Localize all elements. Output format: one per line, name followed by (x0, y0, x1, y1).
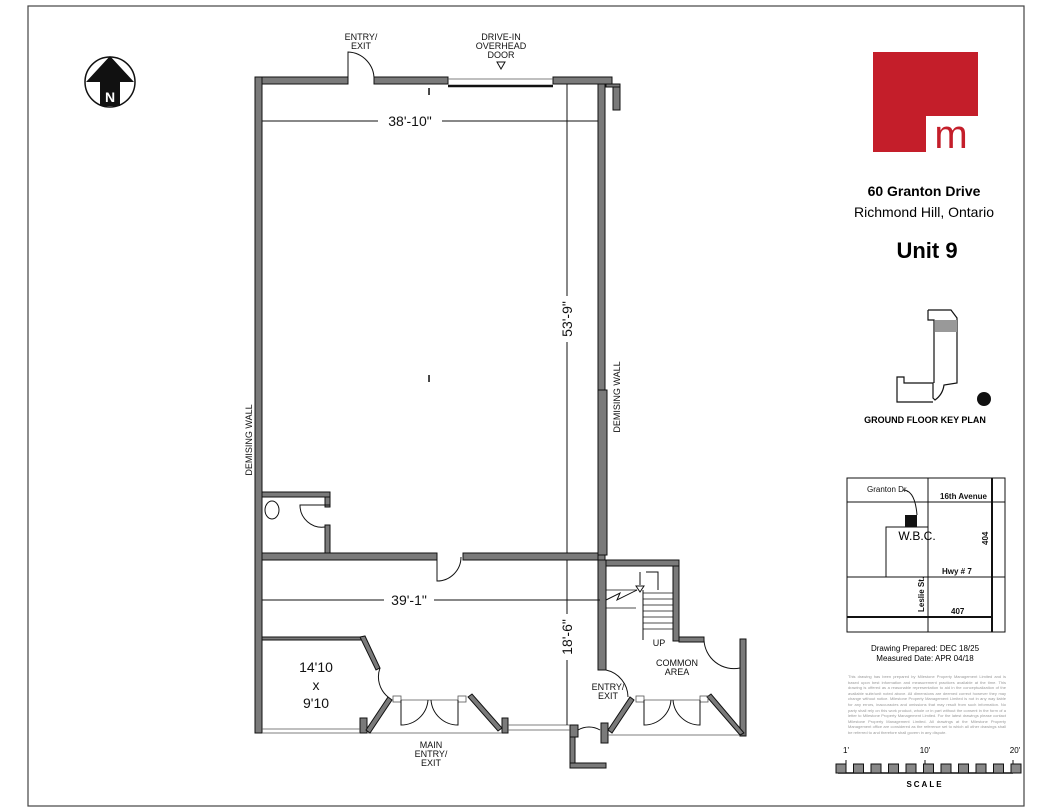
common-area-label: AREA (665, 667, 690, 677)
address: 60 Granton Drive (868, 183, 981, 199)
scale-segment (835, 763, 847, 774)
overhead-door-label: DOOR (488, 50, 516, 60)
svg-text:W.B.C.: W.B.C. (898, 529, 935, 543)
dimension-depth-main: 53'-9" (559, 301, 575, 337)
main-entry-label: EXIT (421, 758, 442, 768)
svg-text:N: N (105, 89, 115, 105)
scale-segment (853, 763, 864, 774)
scale-segment (923, 763, 934, 774)
measured-date: Measured Date: APR 04/18 (876, 654, 974, 663)
drawing-prepared: Drawing Prepared: DEC 18/25 (871, 644, 980, 653)
scale-label: SCALE (906, 780, 943, 789)
disclaimer-text: This drawing has been prepared by Milest… (848, 674, 1006, 735)
dimension-depth-front: 18'-6" (559, 619, 575, 655)
scale-segment (1010, 763, 1022, 774)
svg-text:m: m (934, 113, 967, 157)
scale-segment (870, 763, 882, 774)
office-size-label: 14'10 (299, 659, 333, 675)
scale-segment (940, 763, 952, 774)
svg-text:Hwy # 7: Hwy # 7 (942, 567, 972, 576)
stairs: UP (605, 571, 673, 648)
side-entry-label: ENTRY/ (592, 682, 625, 692)
main-entry-label: ENTRY/ (415, 749, 448, 759)
key-plan-title: GROUND FLOOR KEY PLAN (864, 415, 986, 425)
city: Richmond Hill, Ontario (854, 204, 994, 220)
column-marker: I (428, 87, 431, 98)
location-map: Granton Dr. 16th Avenue W.B.C. 404 Hwy #… (846, 477, 1006, 633)
top-entry-label: EXIT (351, 41, 372, 51)
windows-and-openings (262, 78, 746, 736)
column-marker: I (428, 374, 431, 385)
demising-wall-left-label: DEMISING WALL (244, 404, 254, 475)
svg-text:404: 404 (981, 531, 990, 545)
top-entry-label: ENTRY/ (345, 32, 378, 42)
scale-segment (993, 763, 1004, 774)
svg-text:Leslie St.: Leslie St. (917, 577, 926, 612)
svg-text:Granton Dr.: Granton Dr. (867, 485, 908, 494)
unit-title: Unit 9 (896, 238, 957, 263)
dimension-width-bottom: 39'-1" (391, 592, 427, 608)
toilet-icon (264, 500, 280, 520)
scale-segment (905, 763, 917, 774)
company-logo: m (873, 52, 978, 157)
common-area-label: COMMON (656, 658, 698, 668)
sheet-border (27, 5, 1025, 807)
scale-segment (888, 763, 899, 774)
scale-segment (975, 763, 987, 774)
key-plan: GROUND FLOOR KEY PLAN (864, 309, 991, 425)
main-entry-label: MAIN (420, 740, 443, 750)
doors (264, 51, 741, 731)
stair-up-label: UP (653, 638, 666, 648)
walls (254, 76, 747, 769)
north-arrow-icon: N (84, 56, 136, 108)
scale-tick-label: 10' (920, 746, 931, 755)
demising-wall-right-label: DEMISING WALL (612, 361, 622, 432)
scale-tick-label: 1' (843, 746, 849, 755)
svg-text:16th Avenue: 16th Avenue (940, 492, 988, 501)
dimension-width-top: 38'-10" (388, 113, 431, 129)
overhead-door-label: DRIVE-IN (481, 32, 521, 42)
svg-text:407: 407 (951, 607, 965, 616)
overhead-door-label: OVERHEAD (476, 41, 527, 51)
door-marker-icon (496, 61, 506, 71)
scale-segment (958, 763, 969, 774)
scale-bar: 1' 10' 20' SCALE (835, 746, 1022, 789)
office-size-label: x (313, 677, 320, 693)
office-size-label: 9'10 (303, 695, 329, 711)
side-entry-label: EXIT (598, 691, 619, 701)
north-arrow-icon (977, 392, 991, 406)
scale-tick-label: 20' (1010, 746, 1021, 755)
